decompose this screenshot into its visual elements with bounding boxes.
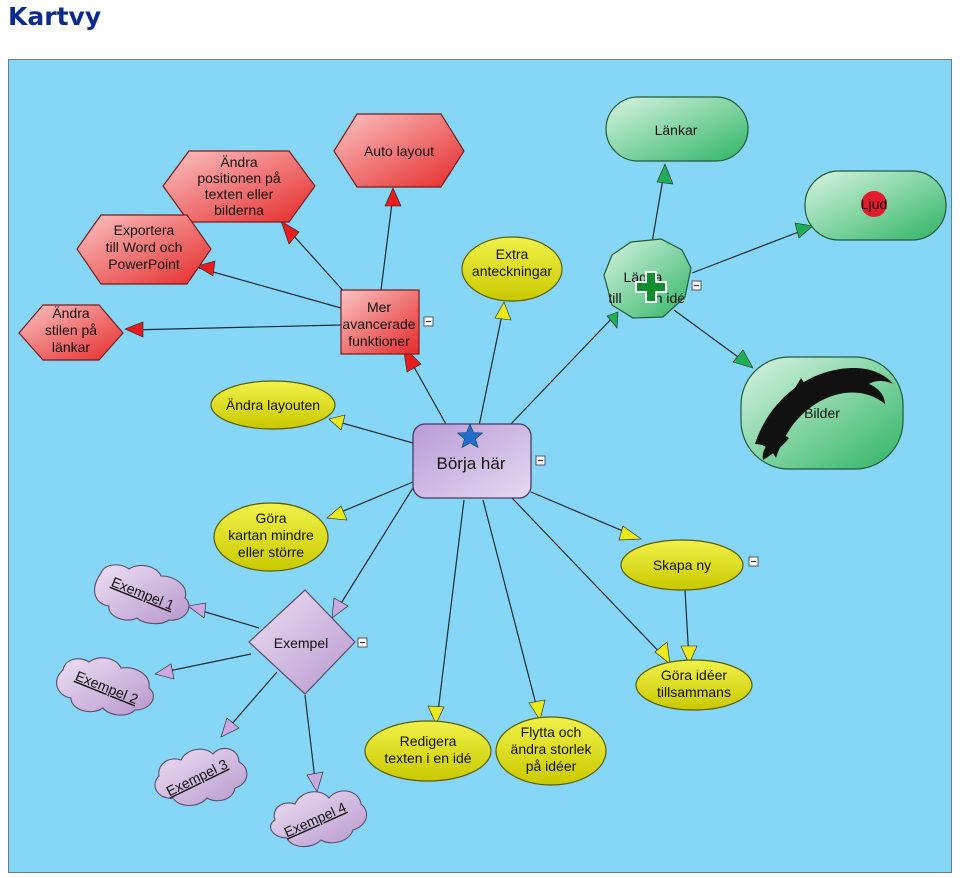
node-label: bilderna <box>214 202 264 218</box>
arrow-head <box>680 645 698 665</box>
node-label: Göra idéer <box>661 667 727 683</box>
arrow-head <box>124 321 144 338</box>
node-label: Göra <box>255 510 286 526</box>
node-label: Flytta och <box>521 724 582 740</box>
node-label: eller större <box>238 544 304 560</box>
arrow-head <box>196 260 216 277</box>
arrow-head <box>606 311 619 329</box>
dolphin-icon <box>755 368 893 460</box>
collapse-toggle[interactable] <box>357 637 368 648</box>
node-label: Exportera <box>114 222 175 238</box>
arrow-heads <box>124 163 814 793</box>
node-label: kartan mindre <box>228 527 314 543</box>
node-skapa-ny[interactable]: Skapa ny <box>620 539 759 591</box>
node-exempel-2[interactable]: Exempel 2 <box>56 657 154 716</box>
collapse-toggle[interactable] <box>748 556 759 567</box>
node-exempel-3[interactable]: Exempel 3 <box>154 747 248 807</box>
node-label: stilen på <box>45 322 97 338</box>
arrow-head <box>528 699 546 721</box>
node-label: Extra <box>496 246 529 262</box>
node-label: texten eller <box>205 186 274 202</box>
node-label: Exempel <box>274 635 328 651</box>
node-label: Auto layout <box>364 143 434 159</box>
node-label: Mer <box>367 299 391 315</box>
node-label: Ändra <box>52 305 90 321</box>
arrow-head <box>331 597 349 619</box>
arrow-head <box>326 505 348 521</box>
arrow-head <box>656 163 674 185</box>
node-label: på idéer <box>526 758 577 774</box>
node-bilder[interactable]: Bilder <box>740 356 904 470</box>
node-exempel-4[interactable]: Exempel 4 <box>270 790 368 848</box>
node-auto-layout[interactable]: Auto layout <box>333 113 465 188</box>
arrow-head <box>618 525 642 541</box>
arrow-head <box>306 771 324 793</box>
node-lagga-till[interactable]: Lägga till en idé <box>603 238 702 319</box>
node-label: PowerPoint <box>108 256 180 272</box>
arrow-head <box>328 414 346 431</box>
node-label: ändra storlek <box>511 741 593 757</box>
arrow-head <box>220 717 240 738</box>
node-label: Ändra <box>220 154 258 170</box>
sound-dot-icon <box>861 191 887 217</box>
collapse-toggle[interactable] <box>535 455 546 466</box>
page-title: Kartvy <box>8 2 102 31</box>
node-label: till Word och <box>106 239 183 255</box>
plus-icon <box>635 271 667 303</box>
node-label: till <box>608 290 621 306</box>
central-node-borja-har[interactable]: Börja här <box>412 423 546 499</box>
star-icon <box>456 423 484 449</box>
collapse-toggle[interactable] <box>691 280 702 291</box>
node-label: Länkar <box>655 122 698 138</box>
node-exempel-1[interactable]: Exempel 1 <box>94 564 190 625</box>
arrow-head <box>494 301 512 321</box>
arrow-head <box>654 641 671 665</box>
node-label: funktioner <box>348 333 410 349</box>
node-label: tillsammans <box>657 684 731 700</box>
node-lankar[interactable]: Länkar <box>605 96 749 162</box>
node-label: texten i en idé <box>384 750 471 766</box>
node-label: Ändra layouten <box>226 397 320 413</box>
arrow-head <box>427 705 445 725</box>
node-ljud[interactable]: Ljud <box>804 170 947 241</box>
arrow-head <box>384 187 402 207</box>
node-label: anteckningar <box>472 263 553 279</box>
arrow-head <box>187 602 207 619</box>
node-label: länkar <box>52 339 90 355</box>
arrow-head <box>280 220 300 245</box>
arrow-head <box>794 222 814 239</box>
node-andra-layouten[interactable]: Ändra layouten <box>210 380 336 430</box>
node-label: positionen på <box>197 170 281 186</box>
arrow-head <box>154 663 175 680</box>
node-label: Skapa ny <box>653 557 711 573</box>
node-label: Redigera <box>400 733 457 749</box>
node-label: Bilder <box>804 405 840 421</box>
collapse-toggle[interactable] <box>423 316 434 327</box>
node-label: Börja här <box>437 454 506 473</box>
node-exempel[interactable]: Exempel <box>248 589 368 695</box>
arrow-head <box>732 349 754 369</box>
node-label: avancerade <box>342 316 415 332</box>
node-label: Ljud <box>861 196 887 212</box>
